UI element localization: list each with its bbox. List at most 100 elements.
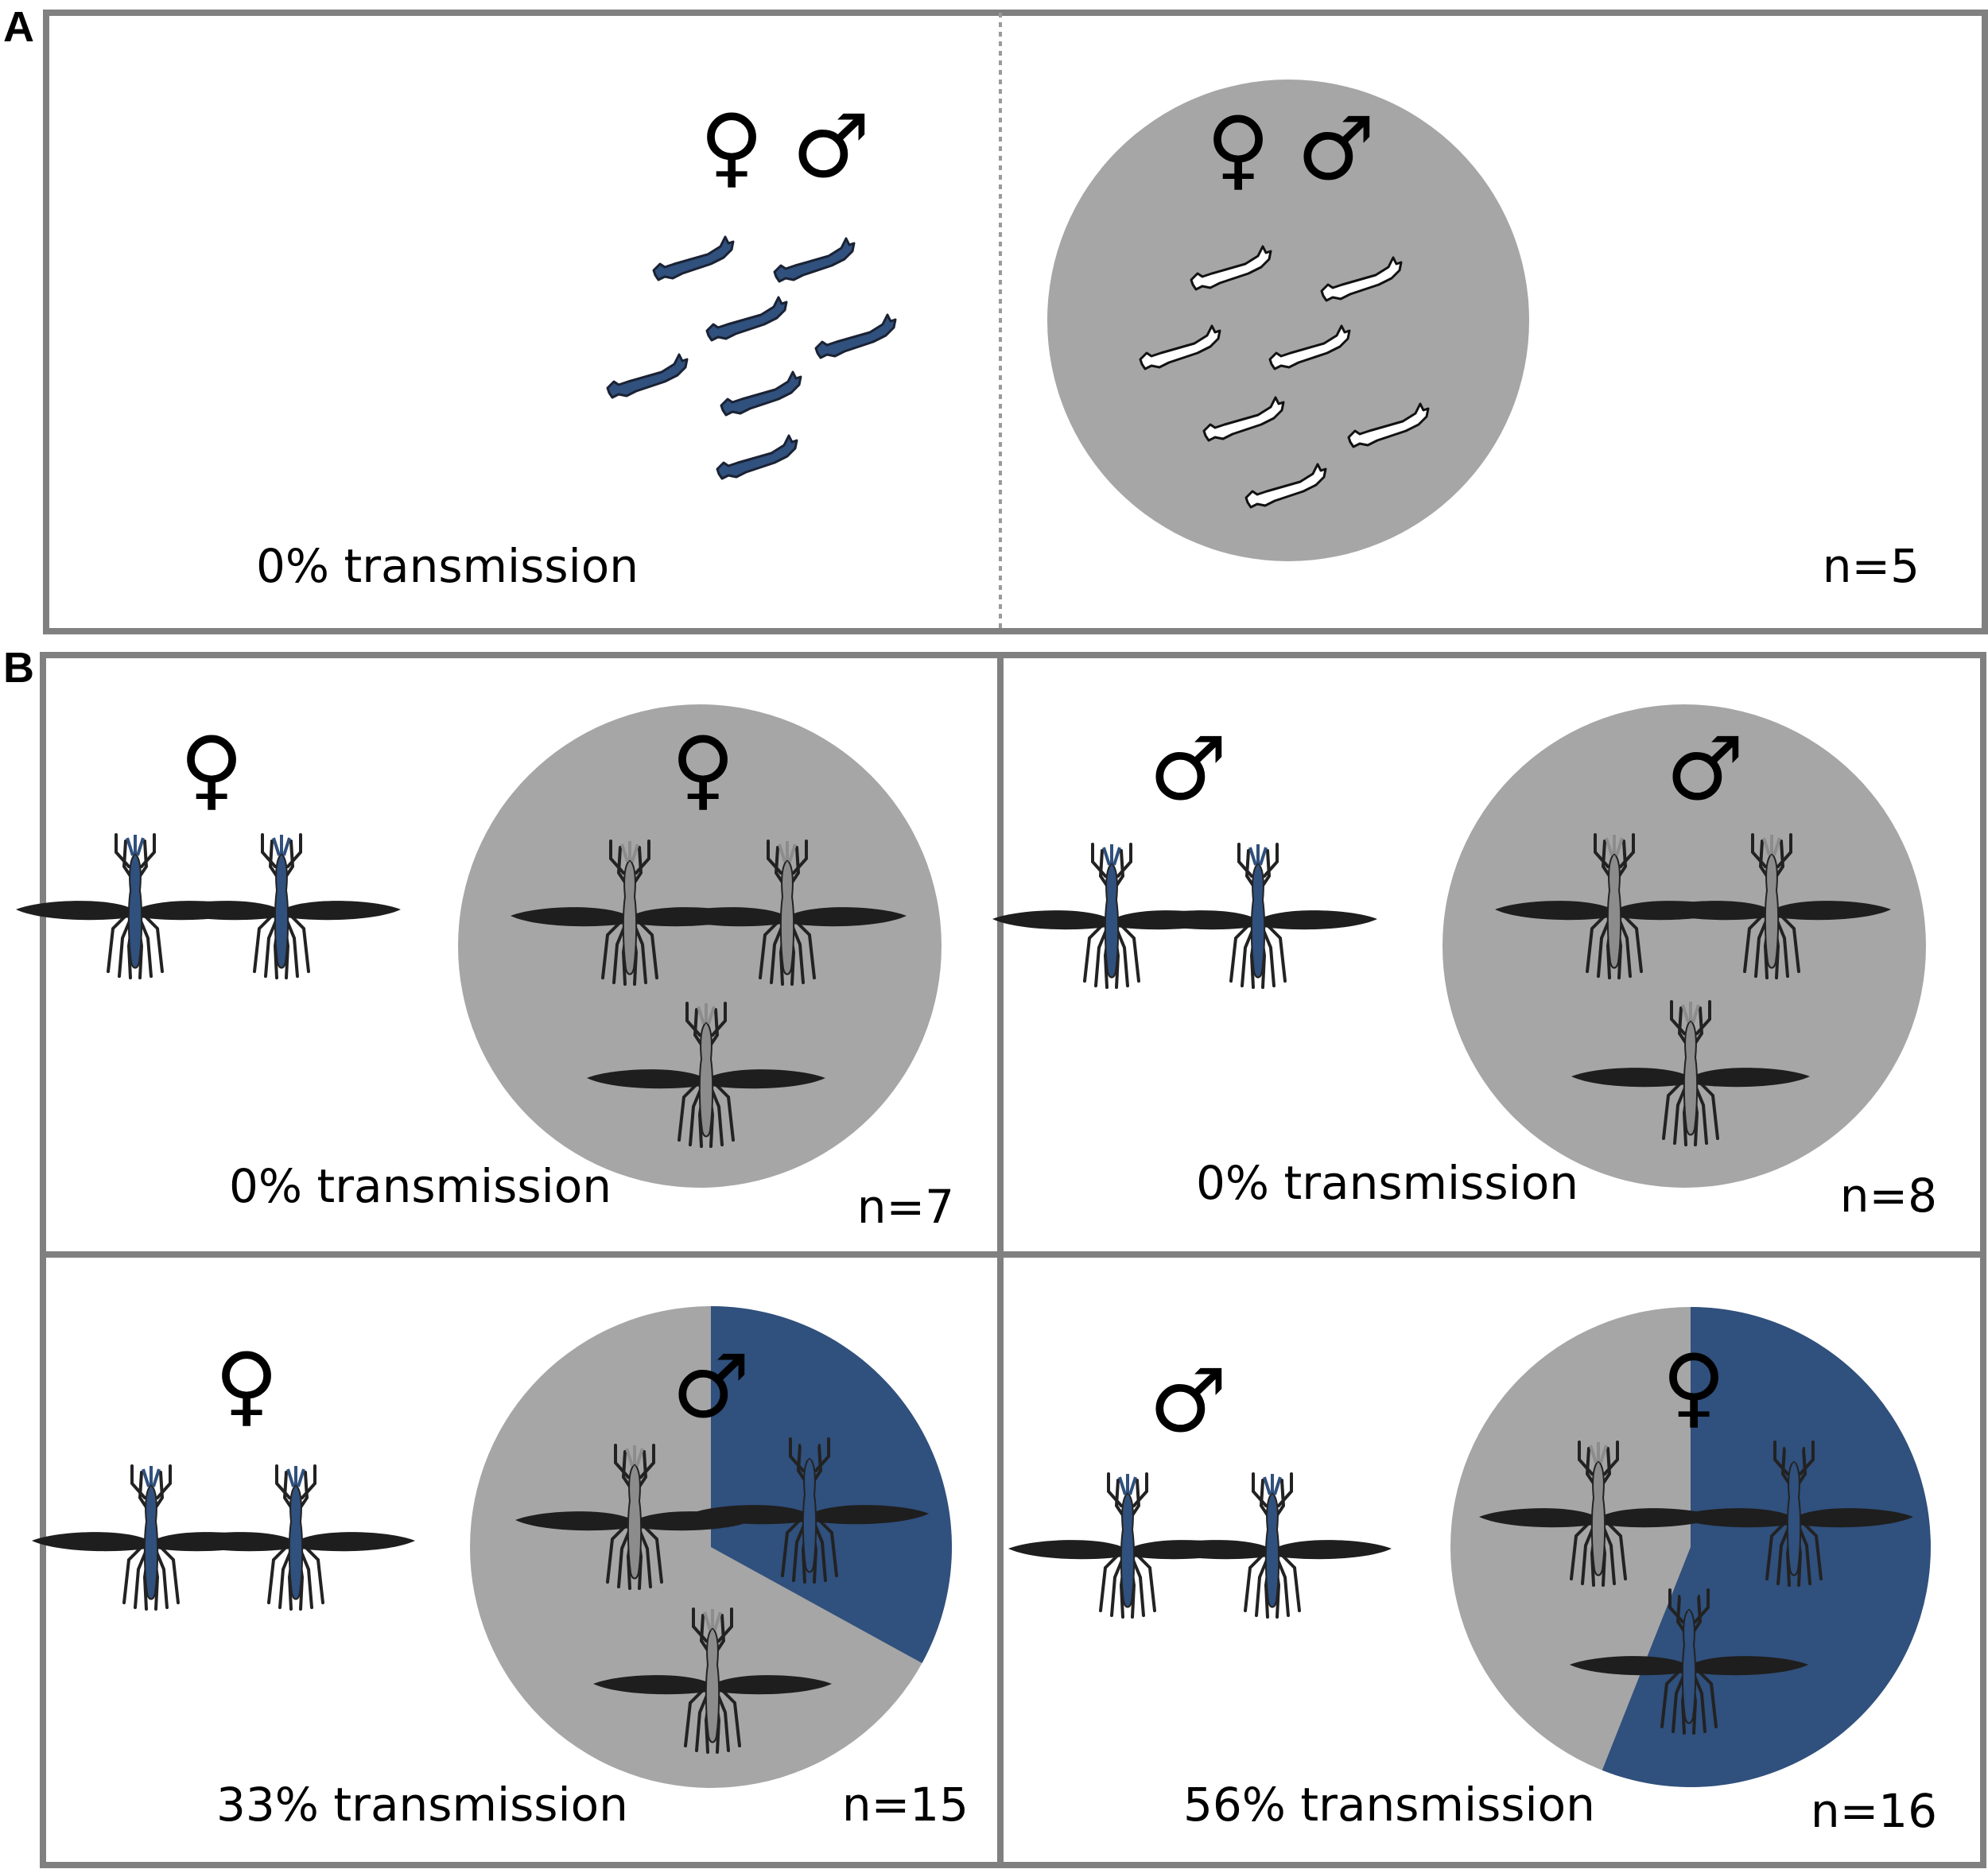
- infected-mosquito-icon: [177, 1464, 415, 1611]
- panel-b-frame: [40, 652, 1986, 1868]
- uninfected-mosquito-icon: [1571, 1000, 1810, 1146]
- mosquito-proboscis: [1263, 1474, 1282, 1495]
- recipient-circle: [1442, 704, 1926, 1188]
- mosquito-proboscis: [286, 1466, 305, 1487]
- mosquito-body: [802, 1456, 817, 1573]
- uninfected-mosquito-icon: [1479, 1441, 1718, 1587]
- mosquito-proboscis: [1762, 835, 1781, 856]
- infected-mosquito-icon: [162, 833, 401, 979]
- mosquito-body: [1786, 1460, 1802, 1576]
- larva-icon: [720, 370, 802, 417]
- recipient-circle: [1047, 79, 1529, 561]
- mosquito-body: [705, 1627, 720, 1743]
- mosquito-body: [1250, 862, 1266, 979]
- male-symbol-source: ♂: [792, 95, 871, 197]
- mosquito-body: [1764, 852, 1780, 969]
- larva-icon: [773, 237, 856, 283]
- female-symbol-recipient: ♀: [1206, 98, 1271, 200]
- larva-icon: [652, 235, 735, 281]
- transmission-wedge: [711, 1306, 952, 1663]
- cell-caption: 33% transmission: [216, 1778, 628, 1832]
- panel-b-label: B: [3, 644, 34, 692]
- mosquito-proboscis: [703, 1609, 722, 1631]
- uninfected-mosquito-icon: [511, 840, 749, 986]
- cell-caption: 56% transmission: [1183, 1778, 1595, 1832]
- recipient-sex-symbol: ♂: [1666, 718, 1745, 820]
- mosquito-proboscis: [1589, 1442, 1608, 1464]
- mosquito-body: [1683, 1019, 1699, 1136]
- larva-icon: [814, 313, 897, 359]
- mosquito-proboscis: [142, 1466, 161, 1487]
- mosquito-proboscis: [697, 1003, 716, 1025]
- infected-mosquito-icon: [32, 1464, 270, 1611]
- mosquito-proboscis: [625, 1445, 644, 1467]
- panel-a-label: A: [3, 3, 34, 51]
- uninfected-mosquito-icon: [668, 840, 907, 986]
- mosquito-proboscis: [272, 835, 291, 856]
- female-symbol-source: ♀: [700, 95, 764, 197]
- cell-sample-size: n=8: [1840, 1169, 1937, 1223]
- mosquito-proboscis: [1118, 1474, 1137, 1495]
- larva-icon: [606, 353, 689, 399]
- cell-male-to-male: ♂ ♂ 0% transmission n=8: [992, 704, 1937, 1223]
- mosquito-proboscis: [778, 841, 797, 863]
- cell-female-to-female: ♀ ♀ 0% transmission n=7: [16, 704, 954, 1234]
- source-sex-symbol: ♂: [1149, 718, 1228, 820]
- cell-caption: 0% transmission: [229, 1159, 612, 1213]
- infected-mosquito-icon: [1008, 1472, 1247, 1619]
- mosquito-proboscis: [800, 1439, 819, 1460]
- panel-a-frame: [43, 10, 1988, 634]
- mosquito-body: [1104, 862, 1120, 979]
- recipient-sex-symbol: ♀: [1662, 1336, 1726, 1437]
- source-sex-symbol: ♂: [1149, 1350, 1228, 1452]
- mosquito-proboscis: [1102, 844, 1121, 866]
- recipient-sex-symbol: ♀: [671, 718, 736, 820]
- mosquito-body: [1120, 1491, 1136, 1608]
- mosquito-body: [627, 1463, 643, 1580]
- cell-female-to-male: ♀ ♂ 33% transmission n=15: [32, 1306, 969, 1832]
- mosquito-proboscis: [1679, 1590, 1699, 1611]
- source-sex-symbol: ♀: [180, 718, 244, 820]
- uninfected-mosquito-icon: [515, 1444, 754, 1590]
- cell-sample-size: n=15: [842, 1778, 969, 1832]
- infected-mosquito-icon: [1675, 1441, 1913, 1587]
- mosquito-proboscis: [1784, 1442, 1804, 1464]
- cell-sample-size: n=7: [857, 1180, 954, 1234]
- recipient-circle: [458, 704, 942, 1188]
- male-symbol-recipient: ♂: [1297, 98, 1376, 200]
- uninfected-mosquito-icon: [587, 1002, 825, 1148]
- mosquito-proboscis: [1681, 1002, 1700, 1023]
- larva-icon: [705, 296, 788, 342]
- mosquito-body: [622, 859, 638, 975]
- mosquito-body: [1590, 1460, 1606, 1576]
- recipient-sex-symbol: ♂: [672, 1336, 751, 1437]
- infected-mosquito-icon: [16, 833, 254, 979]
- infected-mosquito-icon: [1139, 843, 1377, 989]
- cell-male-to-female: ♂ ♀ 56% transmission n=16: [1008, 1307, 1937, 1838]
- mosquito-body: [127, 852, 143, 969]
- infected-mosquito-icon: [992, 843, 1231, 989]
- mosquito-proboscis: [1605, 835, 1624, 856]
- mosquito-body: [1606, 852, 1622, 969]
- larva-icon: [716, 434, 798, 480]
- infected-mosquito-icon: [1153, 1472, 1392, 1619]
- panel-a-sample-size: n=5: [1823, 539, 1920, 593]
- mosquito-body: [143, 1483, 159, 1600]
- cell-caption: 0% transmission: [1196, 1156, 1578, 1210]
- mosquito-proboscis: [1248, 844, 1268, 866]
- source-sex-symbol: ♀: [215, 1334, 279, 1436]
- mosquito-body: [1264, 1491, 1280, 1608]
- mosquito-body: [779, 859, 795, 975]
- infected-mosquito-icon: [690, 1437, 929, 1584]
- mosquito-body: [274, 852, 289, 969]
- panel-a: A ♀ ♂ 0% transmission ♀ ♂ n=5: [3, 3, 1988, 634]
- infected-mosquito-icon: [1570, 1588, 1808, 1735]
- uninfected-mosquito-icon: [1495, 833, 1734, 979]
- panel-a-caption: 0% transmission: [256, 539, 639, 593]
- mosquito-body: [1681, 1607, 1697, 1724]
- mosquito-proboscis: [126, 835, 145, 856]
- cell-sample-size: n=16: [1811, 1784, 1937, 1838]
- mosquito-body: [288, 1483, 304, 1600]
- panel-b: B ♀ ♀ 0% transmission n=7 ♂ ♂ 0%: [3, 644, 1986, 1868]
